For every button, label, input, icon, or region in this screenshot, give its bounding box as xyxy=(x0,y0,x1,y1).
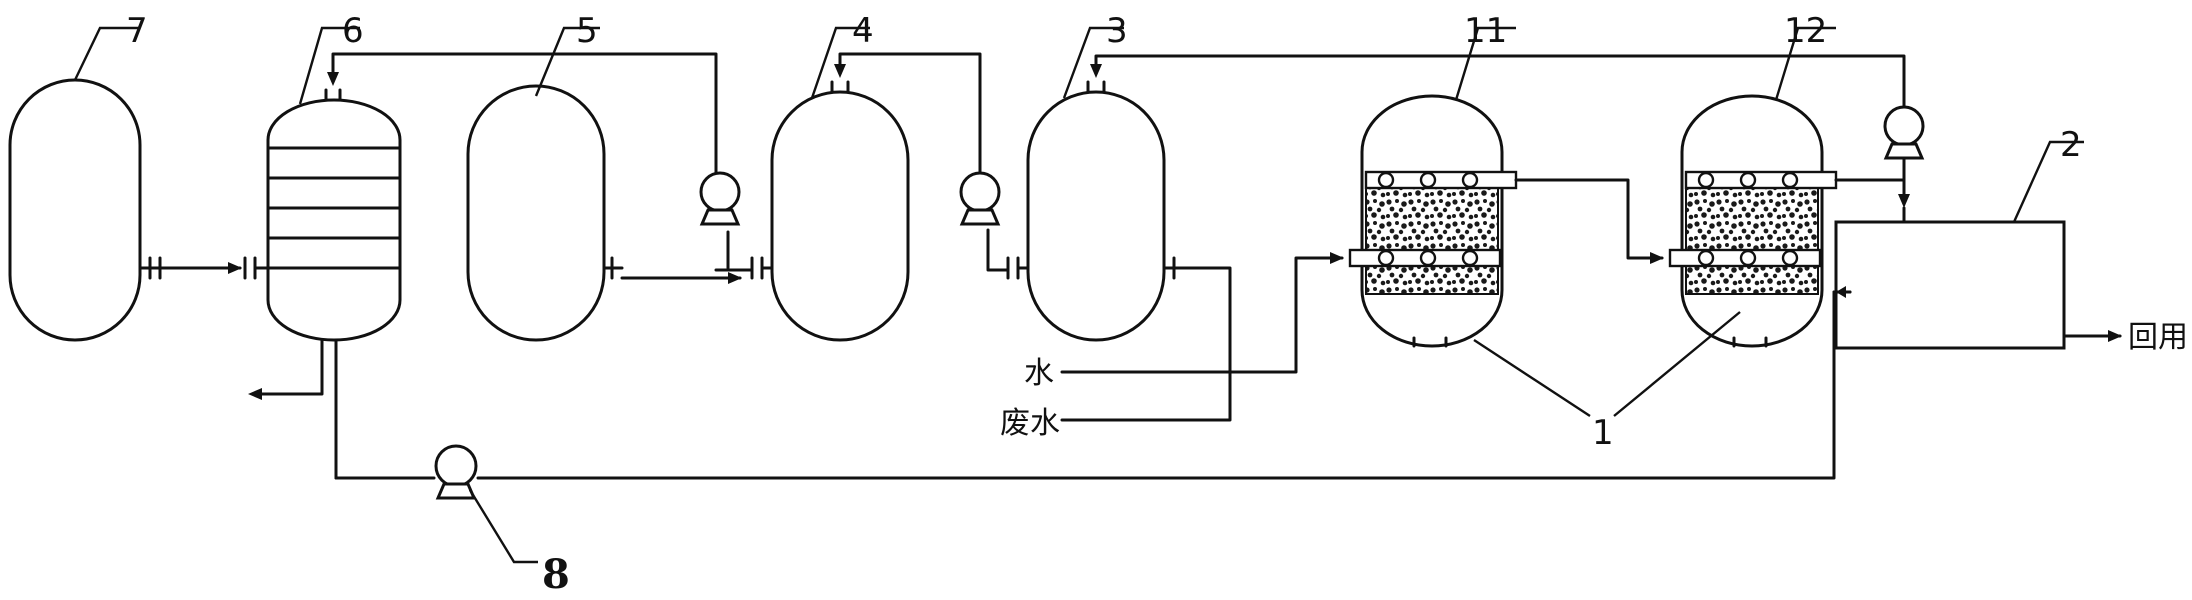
tank-5 xyxy=(466,84,742,342)
label-6: 6 xyxy=(342,11,364,51)
label-5: 5 xyxy=(576,11,598,51)
link-11-to-12 xyxy=(1514,178,1664,260)
reactor-11 xyxy=(1348,94,1518,348)
reuse-label: 回用 xyxy=(2128,320,2188,355)
leader-11 xyxy=(1454,26,1516,101)
tank-2-box xyxy=(1834,220,2066,350)
label-2: 2 xyxy=(2060,125,2082,165)
reactor-12 xyxy=(1668,94,1838,348)
pump-c xyxy=(1883,105,1925,160)
wastewater-label: 废水 xyxy=(1000,406,1060,441)
leader-2 xyxy=(2012,140,2084,223)
leader-6 xyxy=(298,26,360,105)
label-1: 1 xyxy=(1592,413,1614,453)
leader-1a xyxy=(1473,338,1591,418)
leader-3 xyxy=(1062,26,1124,99)
leader-1b xyxy=(1613,311,1741,417)
label-3: 3 xyxy=(1106,11,1128,51)
recycle-line-4-to-6 xyxy=(331,52,730,270)
tank-6-column xyxy=(243,88,402,480)
pump-b xyxy=(959,171,1010,272)
label-4: 4 xyxy=(852,11,874,51)
wastewater-feed-line xyxy=(1060,266,1232,422)
leader-12 xyxy=(1774,26,1836,101)
pump-8 xyxy=(434,444,478,500)
leader-5 xyxy=(534,26,600,97)
tank-7 xyxy=(8,78,242,342)
label-12: 12 xyxy=(1784,11,1827,51)
label-8: 8 xyxy=(542,551,570,598)
water-feed-line xyxy=(1060,256,1344,374)
water-label: 水 xyxy=(1024,356,1054,391)
label-11: 11 xyxy=(1464,11,1507,51)
tank-4 xyxy=(750,80,910,342)
tank-3 xyxy=(1006,80,1180,342)
leader-8 xyxy=(468,489,538,564)
leader-7 xyxy=(73,26,140,81)
leader-4 xyxy=(810,26,870,99)
label-7: 7 xyxy=(126,11,148,51)
pump-a xyxy=(699,171,754,272)
